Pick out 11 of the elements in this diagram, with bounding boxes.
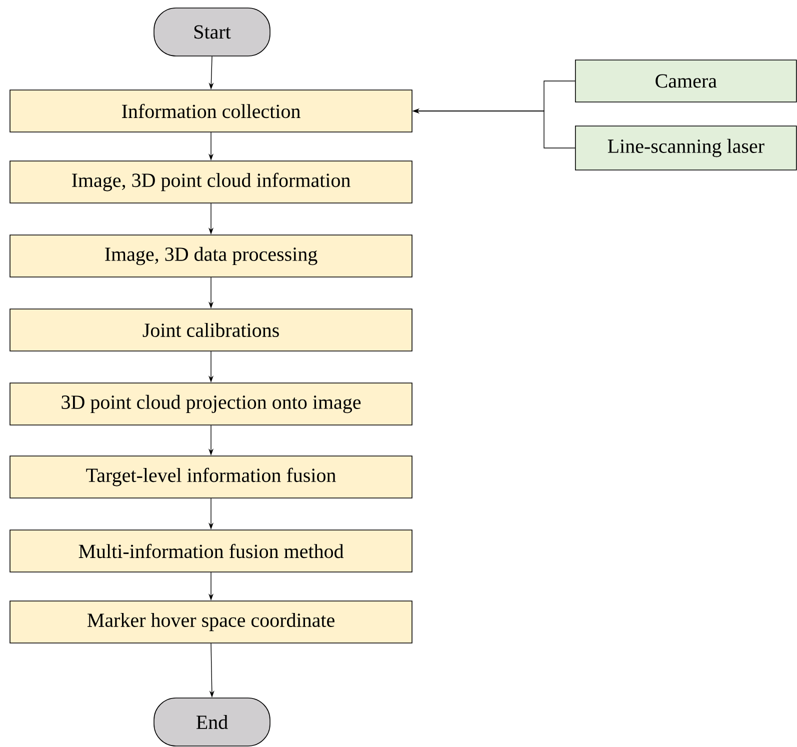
process-box: Marker hover space coordinate	[10, 600, 412, 644]
process-box: Target-level information fusion	[10, 456, 412, 498]
input-box: Line-scanning laser	[575, 126, 797, 170]
process-box: Joint calibrations	[10, 308, 412, 352]
terminal-oval: End	[154, 698, 270, 746]
process-box: Image, 3D data processing	[10, 234, 412, 278]
process-box: Multi-information fusion method	[10, 530, 412, 572]
process-box: Information collection	[10, 90, 412, 132]
input-box: Camera	[575, 60, 797, 102]
process-box: Image, 3D point cloud information	[10, 160, 412, 204]
process-box: 3D point cloud projection onto image	[10, 382, 412, 426]
